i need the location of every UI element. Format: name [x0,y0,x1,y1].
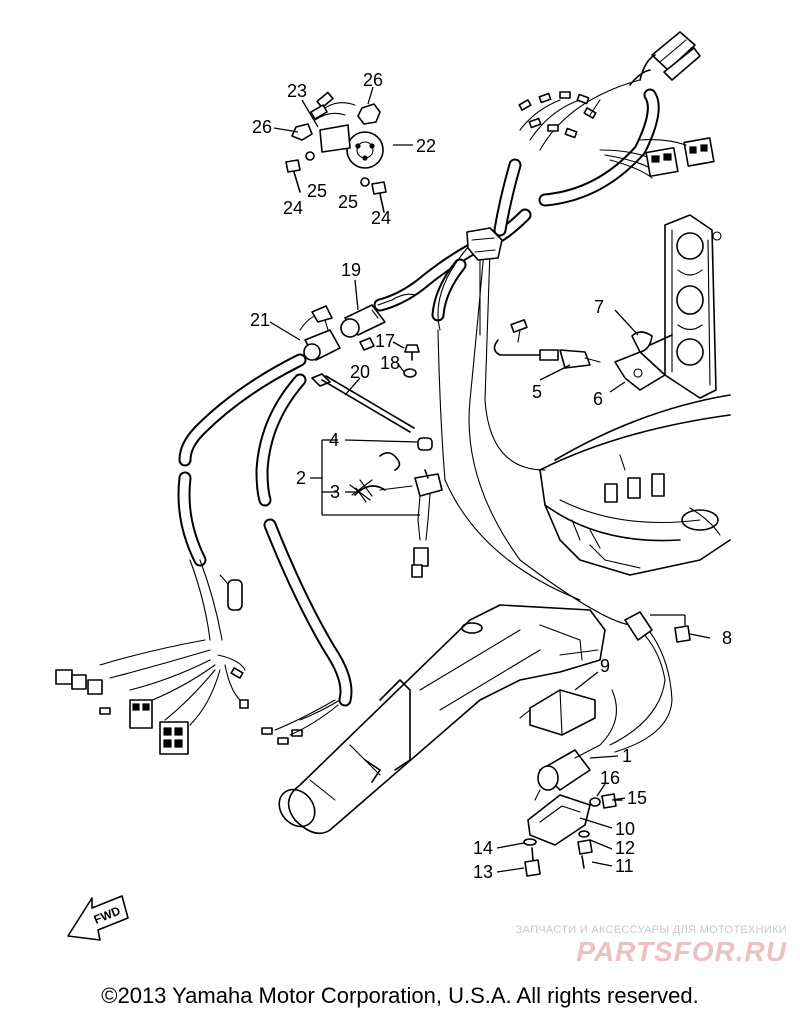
callout-15: 15 [627,788,647,808]
callout-labels: 1 2 3 4 5 6 7 8 9 10 11 12 13 14 15 16 1… [250,70,732,882]
callout-19: 19 [341,260,361,280]
neutral-switch-2 [349,437,443,578]
callout-25: 25 [307,181,327,201]
top-connector [629,31,701,86]
callout-24: 24 [283,198,303,218]
callout-20: 20 [350,362,370,382]
callout-3: 3 [330,482,340,502]
callout-6: 6 [593,389,603,409]
cable-tie-20 [311,373,415,433]
callout-11: 11 [615,856,634,876]
callout-16: 16 [600,768,620,788]
part-8-bolt [624,611,691,643]
callout-12: 12 [615,838,635,858]
small-fasteners [523,793,623,877]
callout-5: 5 [532,382,542,402]
callout-22: 22 [416,136,436,156]
callout-26: 26 [252,117,272,137]
callout-23: 23 [287,81,307,101]
callout-13: 13 [473,862,493,882]
part-1-sensor [534,744,601,801]
tiller-handle [278,604,606,835]
engine-block [649,214,722,399]
callout-1: 1 [622,746,632,766]
bottom-cowling [539,394,731,576]
callout-26-second: 26 [363,70,383,90]
connector-19 [340,293,416,351]
side-connectors [599,137,715,179]
harness-wires [437,239,673,753]
connector-21 [299,305,341,361]
copyright-notice: ©2013 Yamaha Motor Corporation, U.S.A. A… [101,983,699,1008]
callout-10: 10 [615,819,635,839]
switch-assembly [285,91,387,213]
callout-2: 2 [296,468,306,488]
callout-18: 18 [380,353,400,373]
switch-5-bracket-6 [493,319,666,391]
bolt-17-washer-18 [403,344,420,378]
leader-lines [269,86,711,873]
callout-7: 7 [594,297,604,317]
left-harness-connectors [55,559,341,755]
part-10-holder [527,794,591,846]
callout-9: 9 [600,656,610,676]
callout-21: 21 [250,310,270,330]
part-9-cover [519,689,596,736]
callout-4: 4 [329,430,339,450]
callout-17: 17 [375,331,395,351]
fwd-arrow-icon: FWD [67,895,129,941]
callout-14: 14 [473,838,493,858]
watermark-caption: ЗАПЧАСТИ И АКСЕССУАРЫ ДЛЯ МОТОТЕХНИКИ [515,924,787,936]
watermark-logo: PARTSFOR.RU [576,936,787,967]
top-terminals [518,79,641,151]
callout-8: 8 [722,628,732,648]
harness-junction [466,227,503,261]
callout-25-second: 25 [338,192,358,212]
callout-24-second: 24 [371,208,391,228]
